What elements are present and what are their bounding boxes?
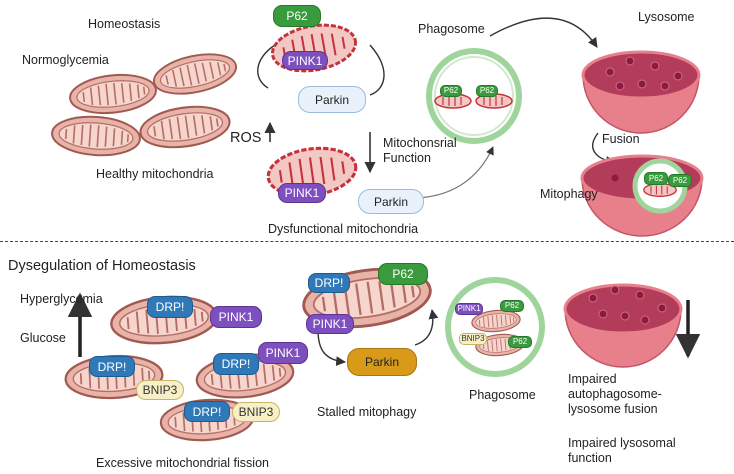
section-divider: [0, 241, 734, 242]
dysregulation-label: Dysegulation of Homeostasis: [8, 258, 196, 274]
drp-badge-2: DRP!: [89, 356, 135, 377]
p62-mini-b2: P62: [508, 336, 532, 348]
phagosome-top: [426, 48, 522, 144]
parkin-box-stalled: Parkin: [347, 348, 417, 376]
fusion-label: Fusion: [602, 132, 640, 146]
mito-function-label: Mitochonsrial Function: [383, 136, 457, 165]
healthy-mitochondrion-3: [49, 112, 143, 160]
phagosome-label-bottom: Phagosome: [469, 388, 536, 402]
to-phagosome-arrow: [411, 146, 494, 199]
mitophagy-label: Mitophagy: [540, 187, 598, 201]
p62-badge-top: P62: [273, 5, 321, 27]
bnip3-badge-2: BNIP3: [232, 402, 280, 422]
cycle-arrow-right: [369, 44, 385, 96]
pink1-mini: PINK1: [455, 303, 483, 315]
p62-badge-stalled: P62: [378, 263, 428, 285]
ros-label: ROS: [230, 130, 262, 146]
p62-mini-b1: P62: [500, 300, 524, 312]
cycle-arrow-left: [257, 44, 276, 89]
p62-mini-2: P62: [476, 85, 498, 97]
pink1-to-parkin-arrow: [317, 329, 346, 366]
pink1-badge-bottom: PINK1: [278, 183, 326, 203]
pink1-badge-stalled: PINK1: [306, 314, 354, 334]
parkin-to-p62-arrow: [414, 309, 439, 346]
stalled-mitophagy-label: Stalled mitophagy: [317, 405, 417, 419]
impaired-fusion-label: Impaired autophagosome- lysosome fusion: [568, 372, 662, 416]
drp-badge-3: DRP!: [213, 353, 259, 375]
pink1-badge-top: PINK1: [282, 51, 328, 70]
healthy-mitochondrion-2: [149, 46, 241, 102]
drp-badge-4: DRP!: [184, 401, 230, 422]
hyperglycemia-label: Hyperglycemia: [20, 292, 103, 306]
parkin-box-top: Parkin: [298, 86, 366, 113]
p62-mini-4: P62: [668, 174, 692, 187]
p62-mini-3: P62: [644, 172, 668, 185]
homeostasis-label: Homeostasis: [88, 17, 161, 31]
drp-badge-stalled: DRP!: [308, 273, 350, 293]
pink1-badge-fission: PINK1: [210, 306, 262, 328]
dysfunctional-mitochondria-label: Dysfunctional mitochondria: [268, 222, 419, 236]
to-lysosome-arrow: [489, 17, 598, 48]
parkin-box-lower: Parkin: [358, 189, 424, 214]
healthy-mitochondria-label: Healthy mitochondria: [96, 167, 214, 181]
bnip3-badge-1: BNIP3: [136, 380, 184, 400]
excessive-fission-label: Excessive mitochondrial fission: [96, 456, 269, 470]
impaired-function-label: Impaired lysosomal function: [568, 436, 676, 465]
glucose-label: Glucose: [20, 331, 66, 345]
lysosome-label: Lysosome: [638, 10, 695, 24]
healthy-mitochondrion-1: [67, 69, 159, 119]
bnip3-mini: BNIP3: [459, 333, 487, 345]
drp-badge-1: DRP!: [147, 296, 193, 318]
healthy-mitochondrion-4: [136, 100, 234, 154]
p62-mini-1: P62: [440, 85, 462, 97]
pink1-badge-fission-2: PINK1: [258, 342, 308, 364]
normoglycemia-label: Normoglycemia: [22, 53, 109, 67]
phagosome-label-top: Phagosome: [418, 22, 485, 36]
